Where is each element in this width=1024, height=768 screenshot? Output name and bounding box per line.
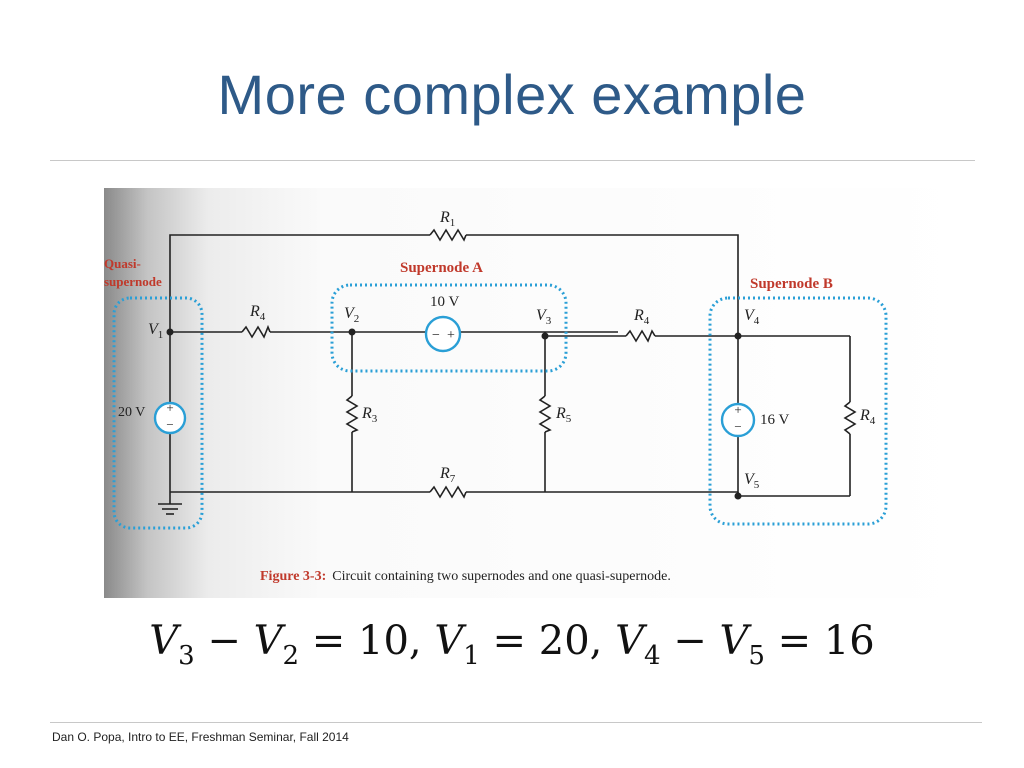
svg-text:−: − xyxy=(432,328,440,343)
supernode-b-label: Supernode B xyxy=(750,276,833,292)
constraint-equation: V3 − V2 = 10, V1 = 20, V4 − V5 = 16 xyxy=(149,618,875,671)
resistor-r1 xyxy=(429,228,467,242)
label-r4-mid: R4 xyxy=(633,307,650,327)
resistor-r4-mid xyxy=(625,329,656,343)
svg-text:+: + xyxy=(734,402,741,417)
title-divider xyxy=(50,160,975,161)
svg-text:+: + xyxy=(166,400,173,415)
label-node-v4: V4 xyxy=(744,307,760,327)
label-source-10v: 10 V xyxy=(430,294,459,310)
supernode-a-label: Supernode A xyxy=(400,260,483,276)
quasi-supernode-label-2: supernode xyxy=(104,274,162,289)
figure-caption: Figure 3-3:Circuit containing two supern… xyxy=(260,569,671,584)
label-source-16v: 16 V xyxy=(760,412,789,428)
source-20v: + − xyxy=(153,400,187,435)
label-r4-right: R4 xyxy=(859,407,876,427)
resistor-r4-left xyxy=(241,324,271,339)
node-dots xyxy=(166,328,742,500)
circuit-wires xyxy=(169,234,851,504)
svg-text:+: + xyxy=(447,328,455,343)
label-r5: R5 xyxy=(555,405,572,425)
label-r7: R7 xyxy=(439,465,456,485)
svg-text:−: − xyxy=(166,417,173,432)
label-node-v1: V1 xyxy=(148,321,163,341)
quasi-supernode-label-1: Quasi- xyxy=(104,256,141,271)
label-r4-left: R4 xyxy=(249,303,266,323)
label-source-20v: 20 V xyxy=(118,405,145,420)
source-16v: + − xyxy=(720,402,756,438)
label-node-v2: V2 xyxy=(344,305,359,325)
resistor-r4-right xyxy=(843,401,857,435)
label-node-v5: V5 xyxy=(744,471,760,491)
svg-text:−: − xyxy=(734,419,741,434)
label-r1: R1 xyxy=(439,209,455,229)
scan-background xyxy=(104,188,974,598)
ground-icon xyxy=(158,503,182,515)
footer-text: Dan O. Popa, Intro to EE, Freshman Semin… xyxy=(52,730,349,744)
label-r3: R3 xyxy=(361,405,378,425)
resistor-r5 xyxy=(538,395,552,433)
resistor-r7 xyxy=(429,485,467,499)
circuit-figure: + − − + + − Quasi- supernode Supernode A… xyxy=(104,188,974,598)
footer-divider xyxy=(50,722,982,723)
quasi-supernode-region xyxy=(112,296,204,530)
slide-title: More complex example xyxy=(217,63,807,126)
source-10v: − + xyxy=(424,315,462,353)
supernode-b-region xyxy=(708,296,888,526)
resistor-r3 xyxy=(345,395,359,433)
supernode-a-region xyxy=(330,283,568,373)
label-node-v3: V3 xyxy=(536,307,552,327)
